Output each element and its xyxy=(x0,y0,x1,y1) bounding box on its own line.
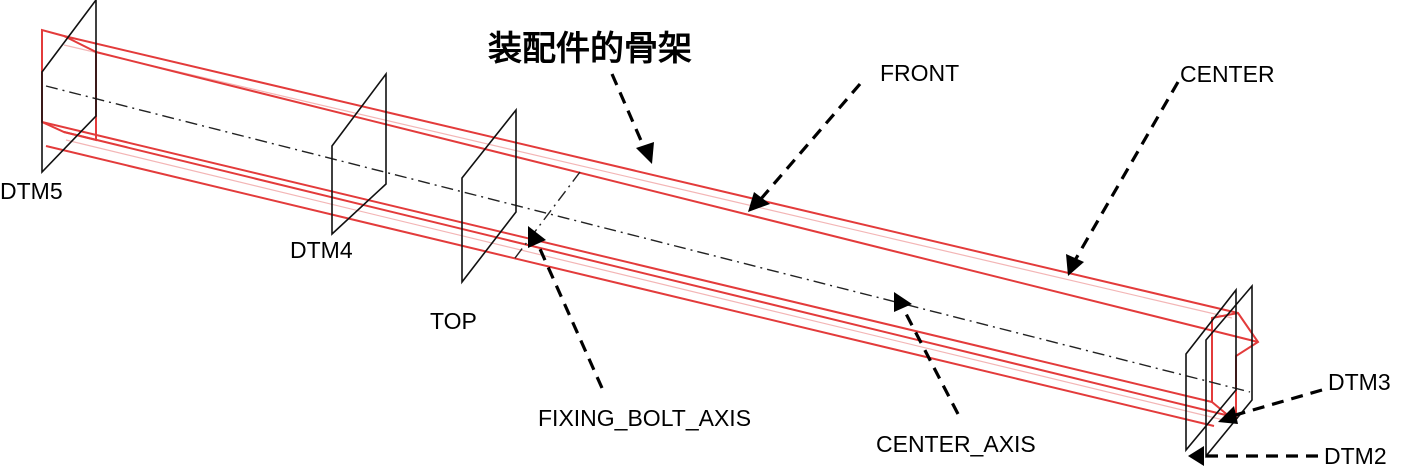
arrow-front xyxy=(748,192,770,212)
label-dtm5: DTM5 xyxy=(0,178,63,204)
leader-dtm3 xyxy=(1231,388,1323,418)
label-dtm2: DTM2 xyxy=(1324,443,1387,467)
label-dtm4: DTM4 xyxy=(290,237,353,263)
label-center-axis: CENTER_AXIS xyxy=(876,431,1036,457)
plane-dtm3 xyxy=(1185,287,1237,453)
plane-dtm5 xyxy=(41,0,97,174)
leader-center-axis xyxy=(900,305,960,415)
beam-edge-top-2 xyxy=(41,121,1213,403)
arrow-title xyxy=(636,142,654,164)
beam-right-end xyxy=(1211,311,1260,425)
plane-dtm2 xyxy=(1205,283,1253,459)
plane-dtm4 xyxy=(331,71,387,236)
plane-top xyxy=(461,107,517,285)
beam-frame xyxy=(41,28,1260,427)
beam-edge-bottom-2 xyxy=(45,145,1215,427)
leader-fixing-bolt-axis xyxy=(534,239,604,389)
label-front: FRONT xyxy=(880,60,959,86)
label-dtm3: DTM3 xyxy=(1328,369,1391,395)
label-top: TOP xyxy=(430,308,477,334)
arrow-center xyxy=(1066,254,1084,276)
arrow-center-axis xyxy=(894,292,912,312)
leader-center xyxy=(1072,81,1180,263)
beam-edge-bottom-1 xyxy=(63,131,1239,419)
center-axis-line xyxy=(45,85,1251,393)
leader-title xyxy=(610,73,648,153)
beam-edge-top-3 xyxy=(95,51,1259,343)
fixing-bolt-axis-line xyxy=(511,171,581,263)
diagram-title: 装配件的骨架 xyxy=(488,29,692,69)
label-center: CENTER xyxy=(1180,61,1275,87)
beam-edge-top-1 xyxy=(63,35,1239,314)
leader-front xyxy=(758,82,862,202)
beam-edge-faint-top xyxy=(63,44,1233,319)
label-fixing-bolt-axis: FIXING_BOLT_AXIS xyxy=(538,405,751,431)
arrow-fixing-bolt-axis xyxy=(528,226,546,248)
arrow-dtm3 xyxy=(1218,406,1238,424)
beam-edge-faint-bottom xyxy=(65,139,1237,424)
arrow-dtm2 xyxy=(1188,446,1204,466)
